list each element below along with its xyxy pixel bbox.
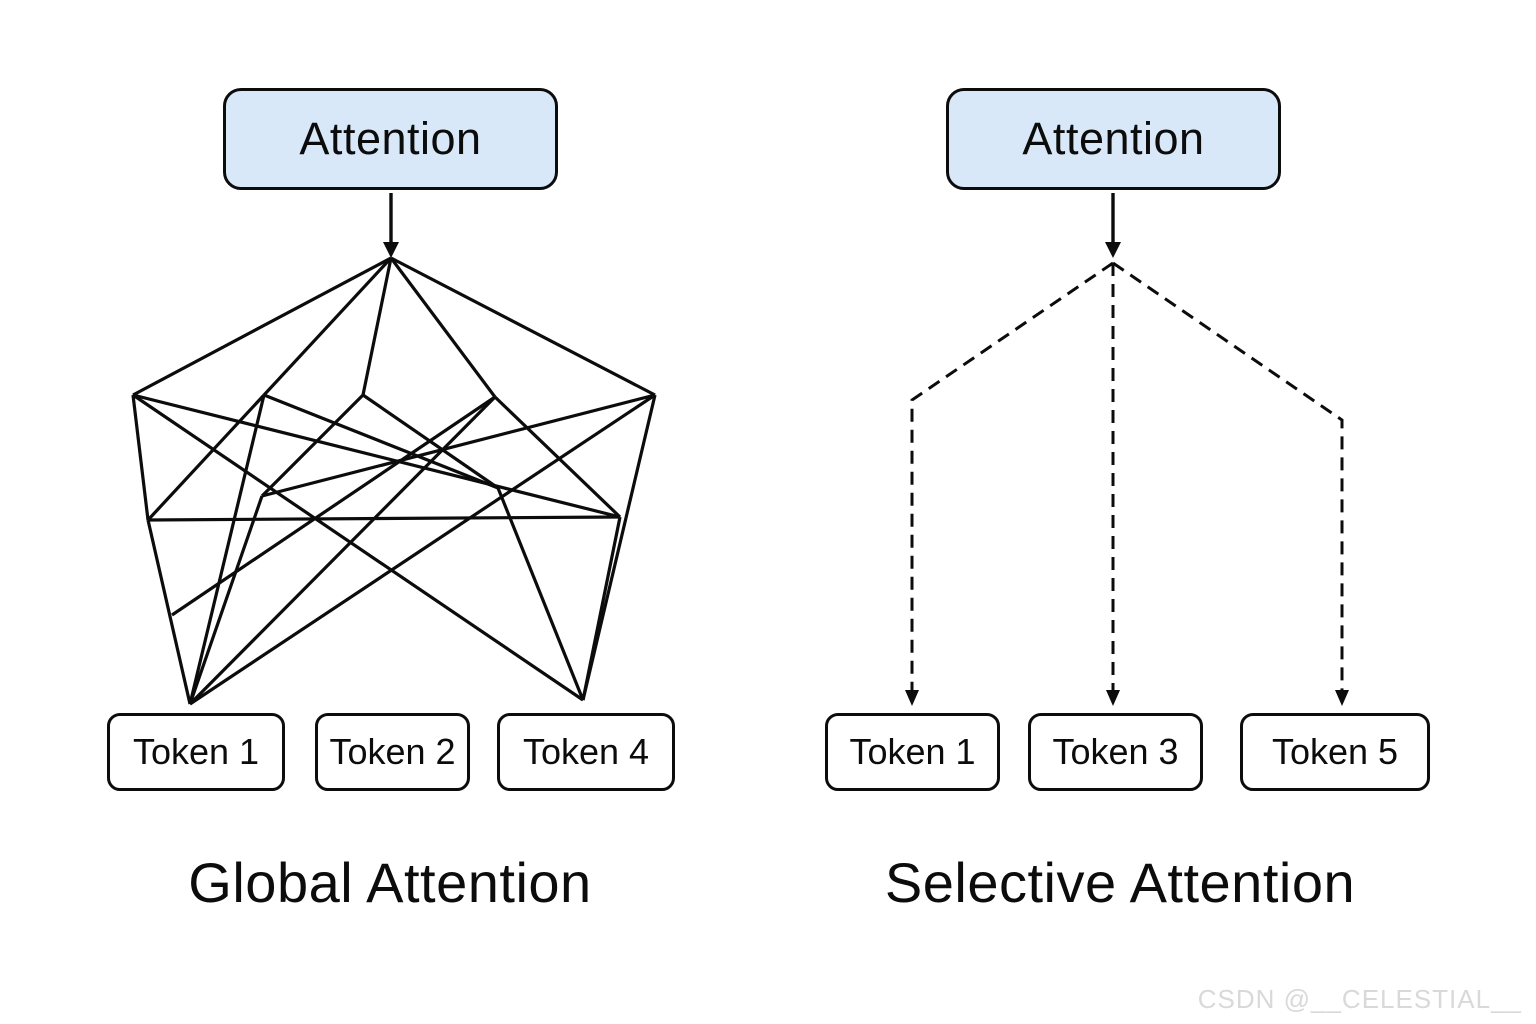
token-label: Token 1 — [849, 731, 976, 772]
global-attention-arrow — [383, 193, 399, 258]
token-box-right-1: Token 1 — [825, 713, 1000, 791]
token-box-left-1: Token 1 — [107, 713, 285, 791]
web-line — [132, 393, 584, 702]
selective-attention-box: Attention — [946, 88, 1281, 190]
web-line — [493, 395, 622, 519]
web-line — [146, 519, 192, 705]
global-attention-caption: Global Attention — [188, 851, 592, 914]
web-line — [262, 256, 393, 397]
global-attention-web — [131, 256, 657, 706]
arrowhead-down-icon — [905, 690, 919, 706]
web-line — [581, 394, 657, 701]
arrowhead-down-icon — [383, 242, 399, 258]
arrowhead-down-icon — [1335, 690, 1349, 706]
web-line — [263, 393, 499, 490]
web-line — [389, 257, 497, 398]
token-box-left-2: Token 2 — [315, 713, 470, 791]
global-attention-box-label: Attention — [299, 113, 482, 164]
token-box-right-3: Token 5 — [1240, 713, 1430, 791]
web-line — [147, 515, 621, 522]
token-label: Token 5 — [1271, 731, 1399, 772]
token-label: Token 4 — [522, 731, 650, 772]
web-line — [581, 516, 622, 701]
selective-attention-paths — [905, 261, 1349, 706]
web-line — [189, 393, 656, 706]
web-line — [261, 393, 656, 498]
arrowhead-down-icon — [1106, 690, 1120, 706]
web-line — [132, 393, 621, 519]
token-label: Token 2 — [329, 731, 456, 772]
web-line — [171, 395, 496, 617]
token-label: Token 1 — [132, 731, 260, 772]
web-line — [132, 256, 392, 397]
web-line — [188, 495, 264, 705]
selective-attention-caption: Selective Attention — [884, 851, 1356, 914]
web-line — [188, 394, 266, 705]
web-line — [131, 394, 150, 521]
web-line — [188, 395, 497, 706]
selective-attention-box-label: Attention — [1022, 113, 1205, 164]
token-label: Token 3 — [1052, 731, 1179, 772]
dashed-path-token5 — [1112, 261, 1344, 692]
web-line — [496, 487, 585, 701]
dashed-path-token1 — [910, 261, 1114, 692]
selective-attention-arrow — [1105, 193, 1121, 258]
web-line — [390, 256, 656, 397]
global-attention-box: Attention — [223, 88, 558, 190]
web-line — [361, 257, 393, 396]
arrowhead-down-icon — [1105, 242, 1121, 258]
csdn-watermark: CSDN @__CELESTIAL__ — [1197, 984, 1522, 1014]
web-line — [260, 393, 365, 498]
token-box-right-2: Token 3 — [1028, 713, 1203, 791]
web-line — [146, 393, 266, 522]
token-box-left-3: Token 4 — [497, 713, 675, 791]
